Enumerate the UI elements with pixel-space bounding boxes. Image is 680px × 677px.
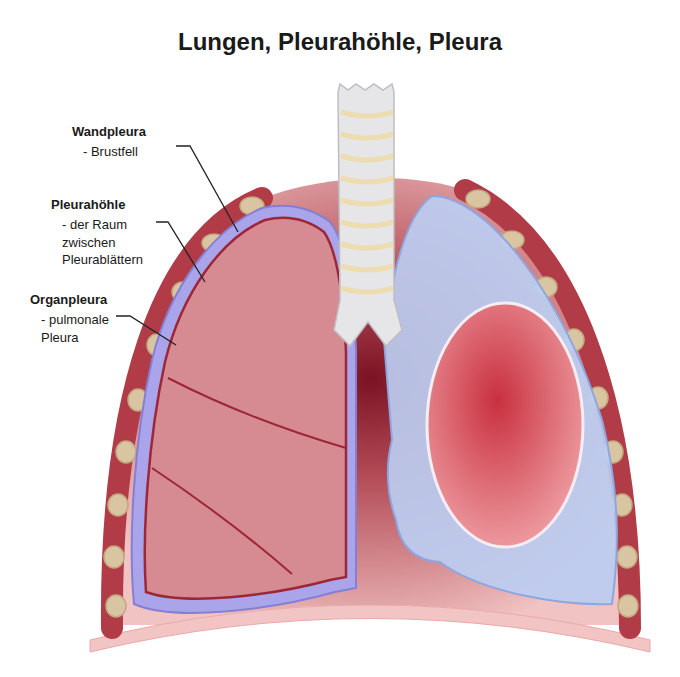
- right-lung: [427, 303, 583, 547]
- left-lung: [145, 218, 346, 599]
- lung-fissure: [168, 378, 346, 448]
- label-note: - der Raum zwischen Pleurablättern: [62, 216, 156, 269]
- label-note: - Brustfell: [83, 143, 183, 161]
- trachea-rings: [341, 112, 393, 292]
- trachea: [334, 84, 402, 346]
- lung-fissure: [152, 468, 292, 574]
- label-heading: Wandpleura: [72, 123, 146, 141]
- leader-lines: [116, 146, 238, 345]
- floor: [90, 605, 650, 677]
- pleural-space: [384, 196, 617, 604]
- parietal-pleura: [132, 206, 356, 613]
- title: Lungen, Pleurahöhle, Pleura: [0, 26, 680, 58]
- label-note: - pulmonale Pleura: [41, 311, 119, 346]
- label-heading: Organpleura: [30, 291, 107, 309]
- label-heading: Pleurahöhle: [51, 196, 125, 214]
